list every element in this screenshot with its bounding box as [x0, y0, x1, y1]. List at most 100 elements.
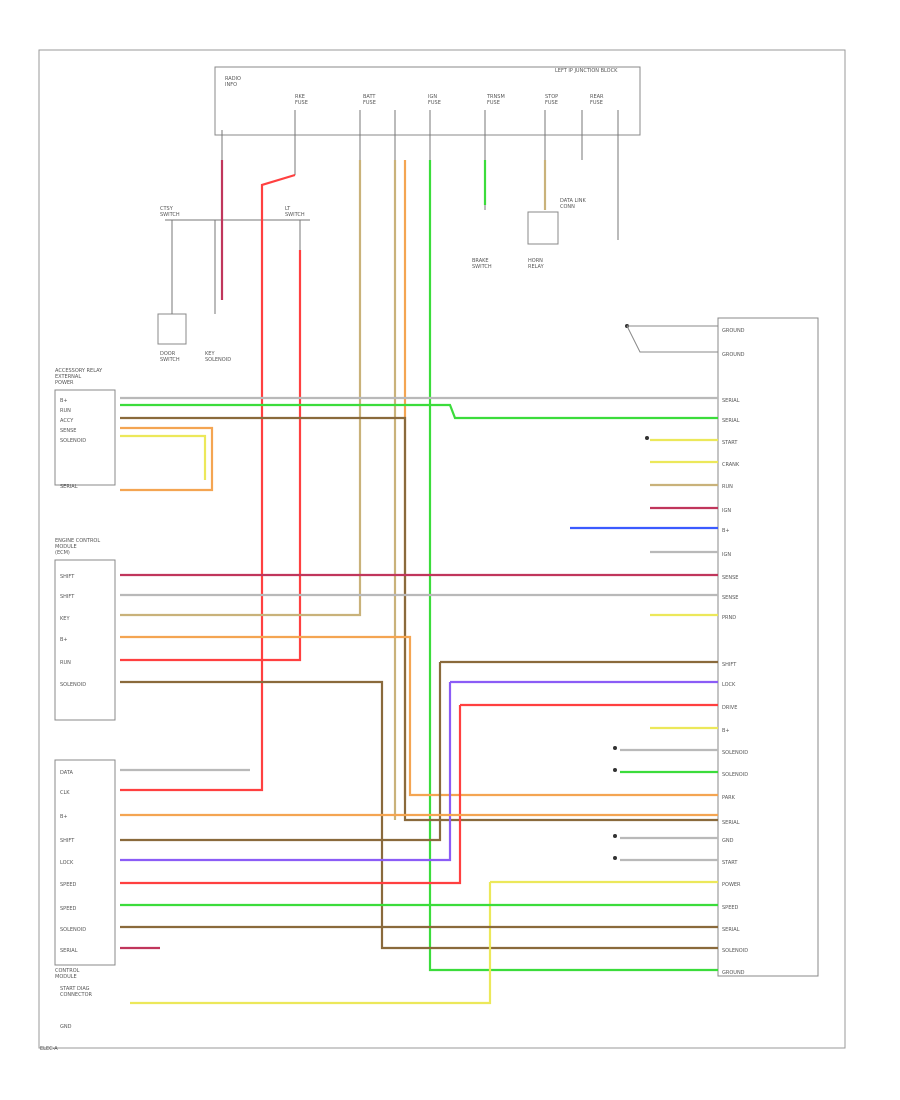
svg-text:B+: B+ [60, 398, 68, 404]
svg-text:PARK: PARK [722, 795, 736, 801]
svg-text:SHIFT: SHIFT [722, 662, 737, 668]
svg-text:HORN: HORN [528, 258, 543, 264]
left-module-mid-name-3: (ECM) [55, 550, 70, 556]
svg-text:FUSE: FUSE [428, 100, 441, 106]
svg-text:ACCY: ACCY [60, 418, 74, 424]
svg-text:POWER: POWER [722, 882, 741, 888]
svg-text:SERIAL: SERIAL [722, 820, 740, 826]
svg-text:START DIAG: START DIAG [60, 986, 90, 992]
svg-text:SENSE: SENSE [60, 428, 76, 434]
left-module-mid-name-2: MODULE [55, 544, 77, 550]
svg-text:SERIAL: SERIAL [60, 948, 78, 954]
svg-text:GND: GND [60, 1024, 72, 1030]
diagram-frame [38, 49, 846, 1049]
svg-text:GROUND: GROUND [722, 328, 745, 334]
svg-text:FUSE: FUSE [487, 100, 500, 106]
left-module-low [54, 759, 116, 966]
svg-text:CONNECTOR: CONNECTOR [60, 992, 93, 998]
svg-text:START: START [722, 440, 738, 446]
svg-text:FUSE: FUSE [545, 100, 558, 106]
svg-text:RADIO: RADIO [225, 76, 241, 82]
svg-text:LOCK: LOCK [722, 682, 736, 688]
svg-text:SWITCH: SWITCH [472, 264, 492, 270]
right-module-pin-labels: GROUND GROUND SERIAL SERIAL START CRANK … [722, 328, 748, 976]
left-module-top-name-2: EXTERNAL [55, 374, 81, 380]
svg-text:RUN: RUN [60, 660, 71, 666]
svg-text:TRNSM: TRNSM [486, 94, 505, 100]
svg-text:B+: B+ [60, 814, 68, 820]
svg-text:SOLENOID: SOLENOID [722, 948, 748, 954]
horizontal-wires [120, 396, 718, 1005]
svg-text:RUN: RUN [722, 484, 733, 490]
svg-text:SHIFT: SHIFT [60, 574, 75, 580]
svg-text:SERIAL: SERIAL [722, 927, 740, 933]
splice-dots [613, 324, 649, 860]
svg-text:IGN: IGN [722, 508, 731, 514]
left-module-mid [54, 559, 116, 721]
svg-text:CRANK: CRANK [722, 462, 740, 468]
svg-text:BRAKE: BRAKE [472, 258, 489, 264]
svg-text:B+: B+ [60, 637, 68, 643]
svg-text:SERIAL: SERIAL [60, 484, 78, 490]
svg-text:SWITCH: SWITCH [160, 212, 180, 218]
svg-text:DRIVE: DRIVE [722, 705, 737, 711]
svg-text:FUSE: FUSE [590, 100, 603, 106]
svg-text:SOLENOID: SOLENOID [205, 357, 231, 363]
svg-text:SOLENOID: SOLENOID [722, 750, 748, 756]
svg-text:INFO: INFO [225, 82, 237, 88]
vertical-feeder-wires [120, 160, 718, 972]
svg-text:PRND: PRND [722, 615, 736, 621]
svg-text:SWITCH: SWITCH [160, 357, 180, 363]
svg-text:RKE: RKE [295, 94, 305, 100]
splice-leads [626, 325, 718, 353]
svg-text:GROUND: GROUND [722, 970, 745, 976]
svg-text:FUSE: FUSE [363, 100, 376, 106]
svg-text:DOOR: DOOR [160, 351, 176, 357]
svg-text:SOLENOID: SOLENOID [722, 772, 748, 778]
svg-text:START: START [722, 860, 738, 866]
svg-text:IGN: IGN [722, 552, 731, 558]
left-module-low-name: CONTROL [55, 968, 80, 974]
svg-text:FUSE: FUSE [295, 100, 308, 106]
svg-text:LOCK: LOCK [60, 860, 74, 866]
svg-text:SERIAL: SERIAL [722, 418, 740, 424]
svg-text:SPEED: SPEED [60, 882, 77, 888]
svg-text:SENSE: SENSE [722, 575, 738, 581]
left-module-top-name: ACCESSORY RELAY [55, 368, 103, 374]
horn-switch-box [157, 313, 187, 345]
left-module-top-name-3: POWER [55, 380, 74, 386]
svg-text:SWITCH: SWITCH [285, 212, 305, 218]
svg-text:RUN: RUN [60, 408, 71, 414]
svg-text:SENSE: SENSE [722, 595, 738, 601]
svg-text:CTSY: CTSY [160, 206, 174, 212]
left-module-top [54, 389, 116, 486]
svg-text:IGN: IGN [428, 94, 437, 100]
svg-text:CLK: CLK [60, 790, 70, 796]
svg-text:ELEC-A: ELEC-A [40, 1046, 58, 1052]
svg-text:REAR: REAR [590, 94, 604, 100]
bottom-left-labels: START DIAG CONNECTOR GND ELEC-A [40, 986, 93, 1052]
svg-text:SOLENOID: SOLENOID [60, 682, 86, 688]
svg-text:B+: B+ [722, 728, 730, 734]
svg-text:GND: GND [722, 838, 734, 844]
svg-text:GROUND: GROUND [722, 352, 745, 358]
svg-text:SOLENOID: SOLENOID [60, 438, 86, 444]
svg-text:DATA: DATA [60, 770, 73, 776]
svg-text:CONN: CONN [560, 204, 575, 210]
svg-text:RELAY: RELAY [528, 264, 545, 270]
svg-text:KEY: KEY [205, 351, 215, 357]
svg-text:SPEED: SPEED [60, 906, 77, 912]
horn-relay-box [527, 211, 559, 245]
svg-text:SOLENOID: SOLENOID [60, 927, 86, 933]
svg-text:SPEED: SPEED [722, 905, 739, 911]
svg-text:LEFT IP JUNCTION BLOCK: LEFT IP JUNCTION BLOCK [555, 68, 618, 74]
svg-text:B+: B+ [722, 528, 730, 534]
left-module-mid-name: ENGINE CONTROL [55, 538, 100, 544]
connector-lines [165, 219, 310, 314]
left-module-low-name-2: MODULE [55, 974, 77, 980]
svg-text:BATT: BATT [363, 94, 376, 100]
svg-text:KEY: KEY [60, 616, 70, 622]
